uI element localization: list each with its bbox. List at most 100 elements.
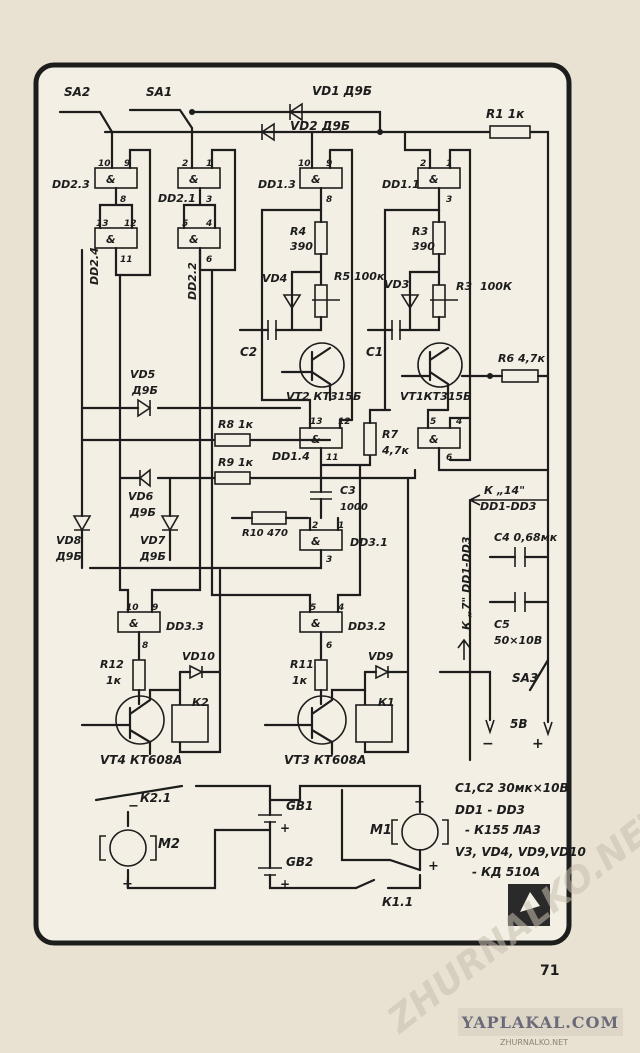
svg-text:R5: R5 [334,270,350,283]
svg-text:VD7: VD7 [140,534,166,547]
svg-text:DD3.2: DD3.2 [348,620,386,633]
svg-text:12: 12 [338,417,351,427]
resistor-r3b [432,284,446,318]
motor-m2 [109,829,147,867]
svg-text:+: + [428,859,439,874]
svg-text:R9 1к: R9 1к [218,456,254,469]
arrow-to-14 [469,494,548,506]
vd2-label: VD2 Д9Б [290,119,350,133]
note-line-2: DD1 - DD3 [455,803,525,817]
relay-k2 [171,704,209,743]
dd24-label: DD2.4 [88,247,101,285]
svg-text:R8 1к: R8 1к [218,418,254,431]
dd23-label: DD2.3 [52,178,90,191]
svg-text:−: − [128,799,139,814]
svg-text:C5: C5 [494,618,510,631]
svg-text:100к: 100к [354,270,385,283]
svg-text:2: 2 [312,521,318,531]
svg-text:6: 6 [206,255,212,265]
svg-text:10: 10 [126,603,139,613]
svg-text:+: + [280,877,290,891]
vt3-label: VT3 КТ608А [284,753,366,767]
r1-label: R1 1к [486,107,525,121]
diode-vd7 [160,515,180,532]
svg-text:SA3: SA3 [512,671,538,685]
svg-text:R12: R12 [100,658,124,671]
diode-vd6 [138,468,151,488]
svg-text:+: + [532,736,544,752]
gate-dd32 [299,611,343,633]
svg-text:К1: К1 [378,696,395,709]
gate-dd14 [299,427,343,449]
resistor-r1 [489,125,531,139]
svg-text:Д9Б: Д9Б [139,550,166,563]
svg-text:1000: 1000 [340,502,368,513]
note-line-1: C1,C2 30мк×10В [455,781,569,795]
svg-text:9: 9 [124,159,130,169]
diode-vd4 [282,294,302,310]
svg-text:9: 9 [152,603,158,613]
gate-dd13 [299,167,343,189]
note-line-3: - К155 ЛА3 [465,823,541,837]
sa1-label: SA1 [146,85,172,99]
resistor-r4 [314,221,328,255]
gate-dd22 [177,227,221,249]
relay-k1 [355,704,393,743]
gate-dd24 [94,227,138,249]
svg-text:М2: М2 [158,837,180,852]
svg-text:390: 390 [412,240,435,253]
svg-text:4: 4 [455,417,462,427]
svg-text:GB1: GB1 [286,799,313,813]
svg-text:−: − [482,736,494,752]
svg-text:VD10: VD10 [182,650,215,663]
svg-text:DD1-DD3: DD1-DD3 [480,500,537,513]
resistor-r9 [214,471,251,485]
svg-text:DD1.4: DD1.4 [272,450,310,463]
c2-label: C2 [240,345,257,359]
svg-text:1: 1 [206,159,212,169]
diode-vd8 [72,515,92,532]
svg-text:DD3.3: DD3.3 [166,620,204,633]
badge-subtext: ZHURNALKO.NET [500,1038,569,1047]
gate-dd11 [417,167,461,189]
svg-text:3: 3 [326,555,332,565]
svg-text:12: 12 [124,219,137,229]
svg-text:&: & [311,173,321,186]
vt1-label: VT1КТ315Б [400,390,472,403]
svg-text:К2: К2 [192,696,209,709]
yaplakal-badge: YAPLAKAL.COM [458,1008,623,1036]
svg-text:10: 10 [298,159,311,169]
svg-text:R6 4,7к: R6 4,7к [498,352,545,365]
gate-dd21 [177,167,221,189]
svg-text:3: 3 [446,195,452,205]
svg-text:&: & [189,233,199,246]
svg-text:VD6: VD6 [128,490,154,503]
svg-text:К „7" DD1-DD3: К „7" DD1-DD3 [460,536,473,630]
svg-text:50×10В: 50×10В [494,634,542,647]
svg-text:1: 1 [338,521,344,531]
svg-text:8: 8 [120,195,126,205]
page-number: 71 [540,963,560,979]
gate-dd11-lower [417,427,461,449]
dd21-label: DD2.1 [158,192,196,205]
svg-text:&: & [311,617,321,630]
svg-text:1к: 1к [292,674,308,687]
svg-text:Д9Б: Д9Б [55,550,82,563]
diode-vd3 [400,294,420,310]
svg-text:К „14": К „14" [484,484,525,497]
svg-text:100К: 100К [480,280,513,293]
transistor-vt2 [299,342,345,388]
svg-text:8: 8 [142,641,148,651]
svg-text:13: 13 [310,417,323,427]
svg-text:6: 6 [326,641,332,651]
svg-text:4: 4 [205,219,212,229]
svg-text:VD5: VD5 [130,368,156,381]
svg-text:К2.1: К2.1 [140,791,171,805]
svg-text:3: 3 [206,195,212,205]
diode-vd5 [137,398,152,418]
svg-text:VD9: VD9 [368,650,394,663]
vd1-label: VD1 Д9Б [312,84,372,98]
svg-text:R3: R3 [456,280,472,293]
